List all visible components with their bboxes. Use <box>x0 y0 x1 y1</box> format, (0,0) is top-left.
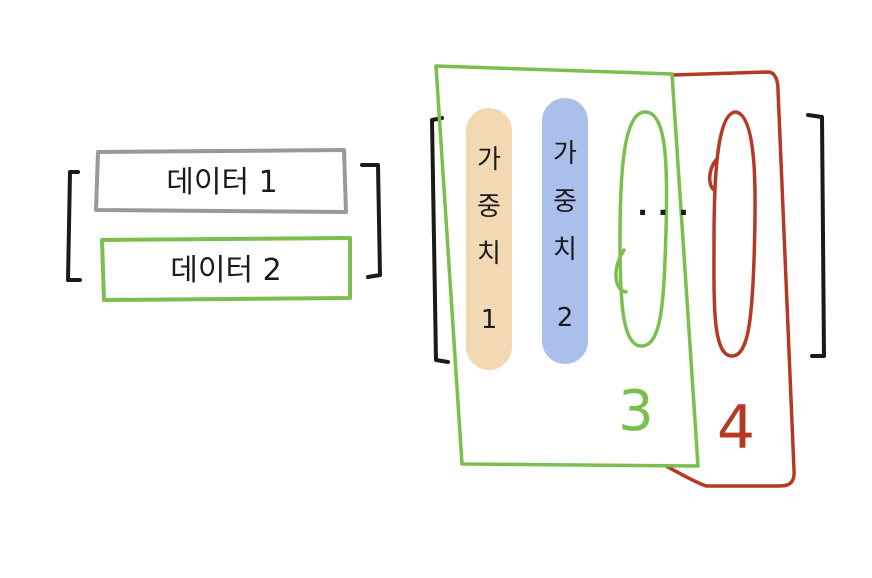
weight-2-char-3: 치 <box>553 235 577 265</box>
data-row-1-label: 데이터 1 <box>166 165 277 200</box>
weight-2-char-2: 중 <box>553 187 577 217</box>
region-4-label: 4 <box>717 393 755 463</box>
right-close-bracket <box>806 113 826 358</box>
data-row-2-label: 데이터 2 <box>170 253 281 288</box>
weight-column-1 <box>466 108 512 370</box>
weight-1-char-2: 중 <box>477 192 501 222</box>
region-3-outline <box>434 64 700 468</box>
region-3-label: 3 <box>618 379 654 444</box>
ellipsis: · · · <box>637 196 688 229</box>
weight-2-char-1: 가 <box>553 139 577 169</box>
weight-2-char-4: 2 <box>557 303 574 333</box>
data-row-1-box <box>94 148 348 214</box>
left-close-bracket <box>360 163 382 279</box>
weight-column-2 <box>542 98 588 364</box>
weight-1-char-3: 치 <box>477 239 501 269</box>
weight-1-char-1: 가 <box>477 145 501 175</box>
weight-1-char-4: 1 <box>481 305 498 335</box>
right-open-bracket <box>430 116 450 364</box>
weight-column-3-sketch <box>614 110 669 348</box>
weight-column-4-sketch <box>708 110 757 358</box>
left-open-bracket <box>66 170 82 282</box>
region-4-outline <box>664 70 796 488</box>
data-row-2-box <box>100 236 352 302</box>
